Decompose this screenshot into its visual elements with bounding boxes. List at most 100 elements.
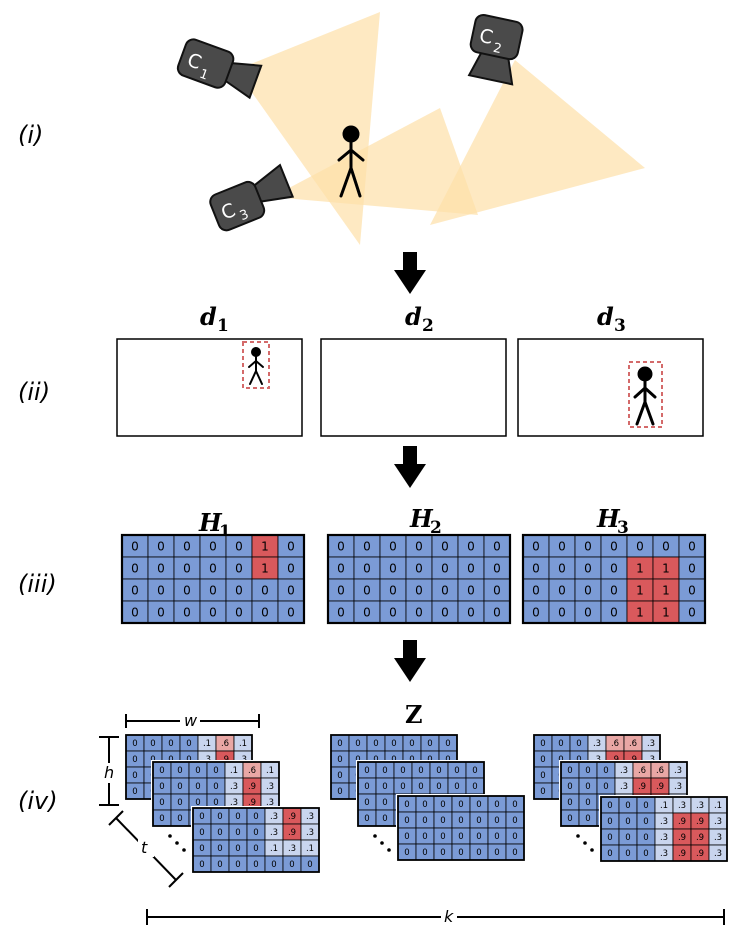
cell-value: 0 — [382, 766, 387, 776]
ellipsis-icon — [168, 834, 186, 852]
cell-value: 0 — [217, 812, 222, 822]
cell-value: 1 — [636, 561, 644, 575]
cell-value: 0 — [132, 755, 137, 765]
cell-value: 0 — [607, 801, 612, 811]
camera-frame-1 — [116, 338, 303, 437]
cell-value: 1 — [636, 605, 644, 619]
cell-value: 0 — [261, 583, 269, 597]
camera-2: C 2 — [467, 13, 524, 86]
cameras-label-bg — [441, 907, 457, 927]
cell-value: 0 — [476, 816, 481, 826]
cell-value: 0 — [389, 561, 397, 575]
camera-frame-3 — [517, 338, 704, 437]
tensor-title: Z — [405, 700, 423, 729]
cell-value: 0 — [261, 605, 269, 619]
cell-value: 0 — [532, 583, 540, 597]
cell-value: 0 — [287, 605, 295, 619]
cell-value: .3 — [674, 766, 682, 776]
cell-value: 0 — [494, 832, 499, 842]
detection-index: 2 — [422, 316, 434, 336]
cell-value: 0 — [567, 766, 572, 776]
heatmap-title-1: H 1 — [198, 508, 231, 542]
cell-value: 0 — [209, 539, 217, 553]
cell-value: .9 — [678, 817, 686, 827]
cell-value: 0 — [183, 561, 191, 575]
cell-value: 0 — [584, 605, 592, 619]
cell-value: 0 — [209, 605, 217, 619]
cell-value: 0 — [132, 787, 137, 797]
cell-value: .3 — [660, 849, 668, 859]
cell-value: 0 — [287, 583, 295, 597]
cell-value: 0 — [213, 766, 218, 776]
cell-value: 0 — [404, 848, 409, 858]
detection-title-1: d 1 — [200, 302, 229, 336]
cell-value: 1 — [662, 605, 670, 619]
cell-value: .1 — [230, 766, 238, 776]
cell-value: 0 — [625, 801, 630, 811]
cell-value: 0 — [364, 782, 369, 792]
cell-value: 0 — [131, 539, 139, 553]
cell-value: 0 — [132, 739, 137, 749]
cell-value: 0 — [418, 766, 423, 776]
cell-value: 0 — [337, 755, 342, 765]
cell-value: 0 — [585, 782, 590, 792]
cell-value: 0 — [643, 833, 648, 843]
grid-border — [397, 795, 525, 861]
cell-value: .1 — [714, 801, 722, 811]
detection-letter: d — [200, 302, 217, 331]
cell-value: .9 — [696, 833, 704, 843]
cell-value: 0 — [532, 605, 540, 619]
cell-value: .3 — [266, 798, 274, 808]
cell-value: 0 — [643, 817, 648, 827]
cell-value: 0 — [441, 561, 449, 575]
cell-value: 0 — [440, 800, 445, 810]
grid-border — [326, 533, 512, 625]
ellipsis-icon — [373, 834, 391, 852]
cell-value: 0 — [415, 561, 423, 575]
cell-value: 0 — [131, 583, 139, 597]
cell-value: 0 — [576, 739, 581, 749]
cell-value: 0 — [643, 849, 648, 859]
cell-value: 0 — [159, 798, 164, 808]
cell-value: .3 — [660, 817, 668, 827]
camera-2-view-cone — [430, 60, 645, 225]
cell-value: 0 — [409, 739, 414, 749]
cell-value: 0 — [493, 583, 501, 597]
cell-value: .9 — [696, 849, 704, 859]
cell-value: 0 — [494, 800, 499, 810]
cell-value: 0 — [235, 583, 243, 597]
cell-value: .3 — [714, 817, 722, 827]
cell-value: 0 — [567, 782, 572, 792]
cell-value: 0 — [532, 561, 540, 575]
cell-value: 1 — [662, 583, 670, 597]
cell-value: 0 — [287, 539, 295, 553]
cell-value: 0 — [584, 539, 592, 553]
cell-value: 1 — [261, 561, 269, 575]
cell-value: .9 — [288, 828, 296, 838]
detection-title-3: d 3 — [597, 302, 626, 336]
cell-value: 0 — [454, 782, 459, 792]
cell-value: 0 — [209, 561, 217, 575]
cell-value: 0 — [427, 739, 432, 749]
cell-value: 0 — [183, 583, 191, 597]
cell-value: 0 — [271, 860, 276, 870]
arrow-down-icon — [394, 640, 426, 682]
cell-value: .9 — [248, 798, 256, 808]
detections-panel: (ii) d 1 d 2 d 3 — [18, 302, 704, 437]
cell-value: .3 — [270, 828, 278, 838]
cell-value: 0 — [404, 800, 409, 810]
cell-value: 0 — [389, 583, 397, 597]
cell-value: 0 — [382, 798, 387, 808]
cell-value: 0 — [195, 798, 200, 808]
cell-value: 0 — [131, 561, 139, 575]
cell-value: 0 — [217, 844, 222, 854]
cell-value: 0 — [364, 798, 369, 808]
cell-value: 0 — [382, 782, 387, 792]
cell-value: 0 — [337, 561, 345, 575]
cell-value: 0 — [253, 860, 258, 870]
cell-value: 0 — [440, 848, 445, 858]
height-label-bg — [100, 763, 118, 783]
